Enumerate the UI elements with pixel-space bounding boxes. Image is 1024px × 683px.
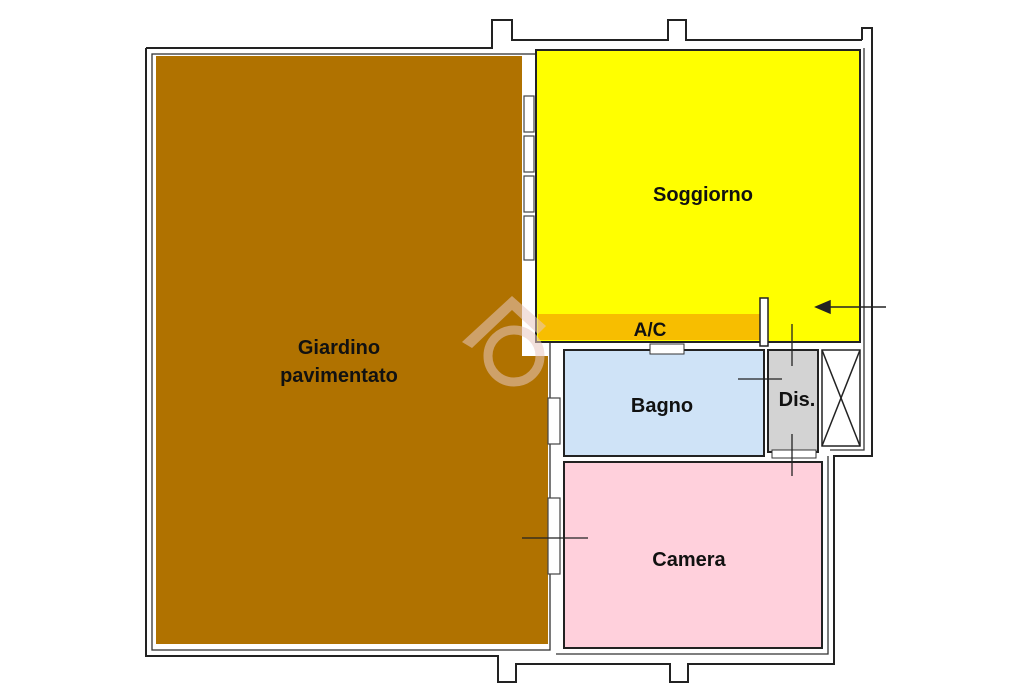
dis-door-bottom xyxy=(771,449,817,459)
room-dis-fill xyxy=(767,349,819,453)
label-dis: Dis. xyxy=(779,389,816,411)
room-giardino-bottom xyxy=(156,600,548,644)
label-ac: A/C xyxy=(634,320,667,341)
outer-walls xyxy=(145,19,873,683)
shaft-x xyxy=(821,349,861,447)
label-camera: Camera xyxy=(652,549,726,571)
room-giardino-fill xyxy=(156,56,522,644)
label-giardino-line2: pavimentato xyxy=(280,365,398,387)
entrance-arrow-icon xyxy=(814,299,886,315)
room-giardino-notch xyxy=(522,56,548,644)
label-bagno: Bagno xyxy=(631,395,693,417)
room-ac-fill xyxy=(538,314,760,340)
room-bagno-fill xyxy=(563,349,765,457)
label-soggiorno: Soggiorno xyxy=(653,184,753,206)
section-lines xyxy=(522,324,793,539)
room-camera-fill xyxy=(563,461,823,649)
room-soggiorno-fill xyxy=(535,49,861,343)
bagno-door xyxy=(649,343,685,355)
garden-openings xyxy=(523,95,561,575)
partition-wall xyxy=(759,297,769,347)
house-logo-watermark xyxy=(462,296,546,387)
label-giardino-line1: Giardino xyxy=(298,337,380,359)
